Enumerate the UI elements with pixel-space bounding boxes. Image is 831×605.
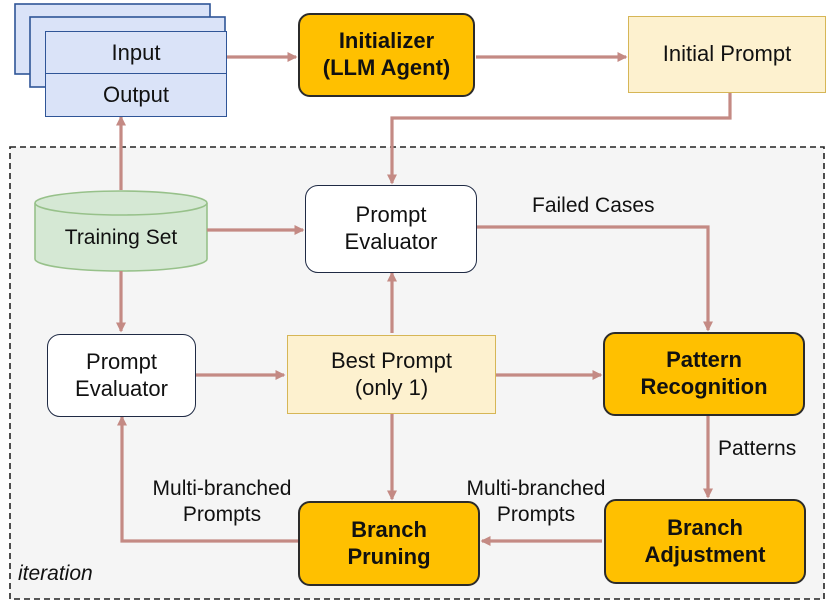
- initializer-subtitle: (LLM Agent): [322, 55, 451, 80]
- initializer-title: Initializer: [338, 28, 435, 54]
- multi-branched-left-line2: Prompts: [182, 502, 262, 526]
- pattern-recognition-node: Pattern Recognition: [603, 332, 805, 416]
- prompt-evaluator-top: Prompt Evaluator: [305, 185, 477, 273]
- failed-cases-label: Failed Cases: [532, 194, 655, 217]
- training-set-label: Training Set: [64, 226, 178, 249]
- iteration-label: iteration: [18, 562, 93, 585]
- initializer-node: Initializer (LLM Agent): [298, 13, 475, 97]
- multi-branched-right-label: Multi-branched Prompts: [445, 476, 627, 527]
- best-prompt-line2: (only 1): [354, 374, 429, 400]
- branch-pruning-line1: Branch: [351, 516, 427, 542]
- arrow-branch-pruning-to-left-evaluator: [117, 415, 298, 543]
- multi-branched-left-line1: Multi-branched: [152, 477, 292, 500]
- initial-prompt-node: Initial Prompt: [628, 16, 826, 93]
- initial-prompt-label: Initial Prompt: [662, 41, 792, 67]
- branch-adjustment-node: Branch Adjustment: [604, 499, 806, 584]
- branch-pruning-node: Branch Pruning: [298, 501, 480, 586]
- input-label: Input: [46, 32, 226, 74]
- multi-branched-left-label: Multi-branched Prompts: [131, 476, 313, 527]
- arrow-initial-prompt-to-evaluator: [387, 93, 732, 185]
- output-label: Output: [102, 82, 170, 107]
- best-prompt-node: Best Prompt (only 1): [287, 335, 496, 414]
- branch-pruning-line2: Pruning: [347, 543, 431, 569]
- prompt-evaluator-top-line2: Evaluator: [344, 229, 438, 254]
- arrow-evaluator-to-pattern-recognition: [477, 225, 713, 332]
- multi-branched-right-line1: Multi-branched: [466, 477, 606, 500]
- prompt-evaluator-top-line1: Prompt: [355, 202, 427, 228]
- multi-branched-right-line2: Prompts: [496, 502, 576, 526]
- best-prompt-line1: Best Prompt: [330, 347, 453, 373]
- pattern-recognition-line2: Recognition: [640, 374, 768, 399]
- branch-adjustment-line2: Adjustment: [644, 541, 766, 567]
- training-set-cylinder: [34, 190, 208, 272]
- branch-adjustment-line1: Branch: [667, 514, 743, 540]
- io-stack-front-card: Input Output: [45, 31, 227, 117]
- prompt-evaluator-left-line1: Prompt: [86, 348, 157, 374]
- pattern-recognition-line1: Pattern: [666, 347, 742, 373]
- patterns-label: Patterns: [718, 437, 797, 460]
- prompt-evaluator-left: Prompt Evaluator: [47, 334, 196, 417]
- prompt-evaluator-left-line2: Evaluator: [75, 375, 168, 401]
